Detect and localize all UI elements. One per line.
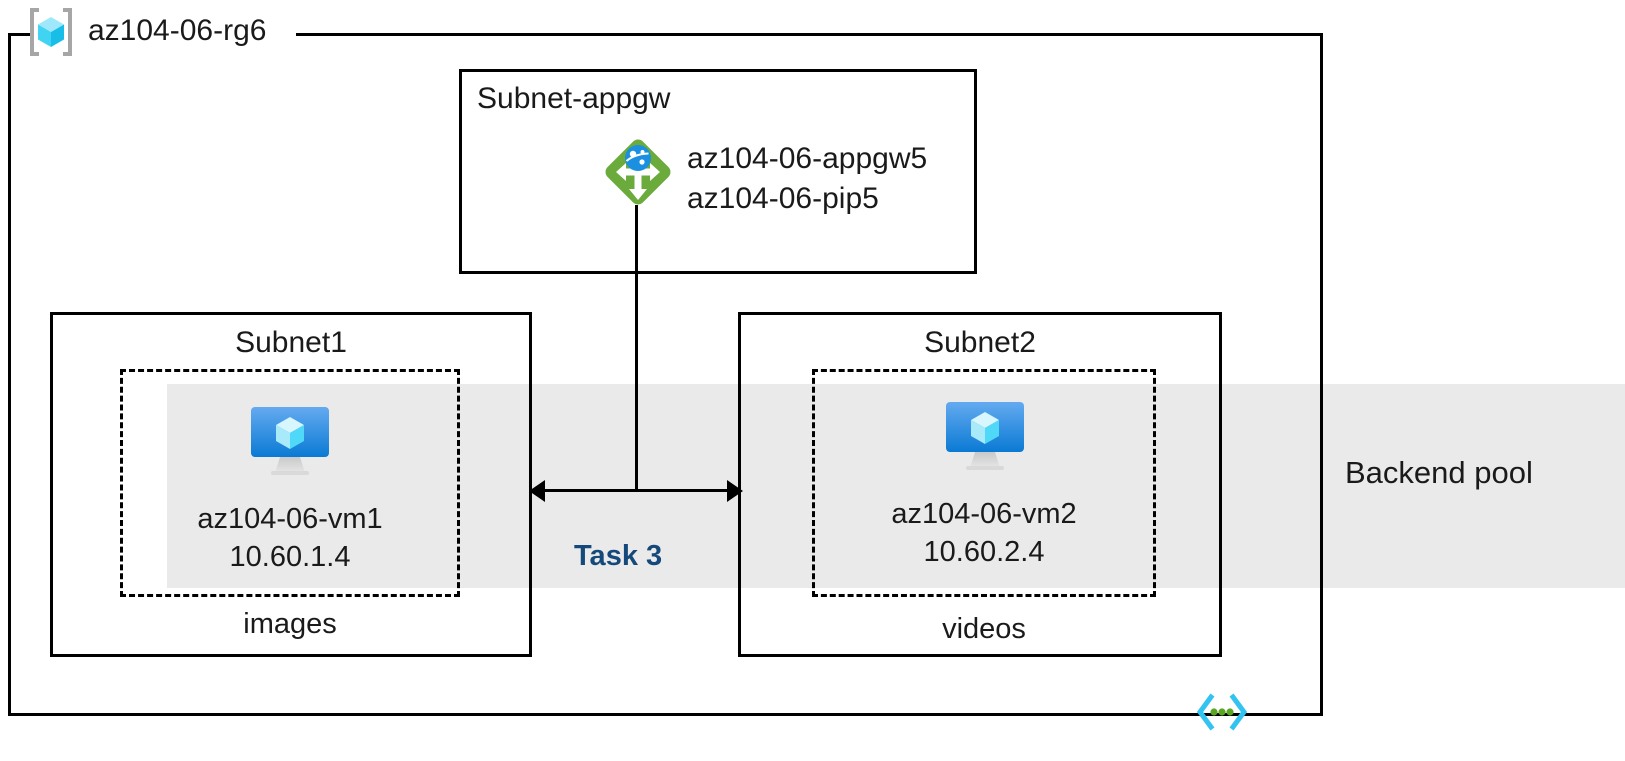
subnet2-title: Subnet2 [924,326,1036,359]
task-label: Task 3 [574,540,663,572]
resource-group-name: az104-06-rg6 [88,14,267,47]
resource-group-border-top-stub [8,33,30,36]
subnet2-footer-label: videos [942,613,1026,645]
subnet2-vm-group [812,369,1156,597]
subnet-connector-line [540,489,732,492]
resource-group-border-bottom [8,713,1323,716]
resource-group-border-right [1320,33,1323,716]
virtual-machine-icon [942,400,1028,472]
subnet-appgw-box [459,69,977,274]
arrow-right-head-icon [727,480,743,502]
backend-pool-label: Backend pool [1345,455,1533,490]
appgw-connector-stem [635,205,638,492]
subnet1-footer-label: images [243,608,337,640]
vm2-ip: 10.60.2.4 [923,536,1045,568]
backend-pool-band [167,384,1625,588]
subnet1-title: Subnet1 [235,326,347,359]
resource-group-border-top-main [296,33,1323,36]
virtual-network-icon [1196,692,1248,732]
application-gateway-icon [600,134,676,210]
arrow-left-head-icon [529,480,545,502]
subnet1-vm-group [120,369,460,597]
subnet-appgw-title: Subnet-appgw [477,82,671,115]
appgw-name: az104-06-appgw5 [687,142,928,175]
vm1-ip: 10.60.1.4 [229,541,351,573]
vm2-name: az104-06-vm2 [891,498,1077,530]
subnet2-vm-text: az104-06-vm2 10.60.2.4 [812,495,1156,571]
resource-group-border-left [8,33,11,716]
subnet1-vm-text: az104-06-vm1 10.60.1.4 [120,500,460,576]
resource-group-cube-icon [25,6,77,58]
virtual-machine-icon [247,405,333,477]
vm1-name: az104-06-vm1 [197,503,383,535]
public-ip-name: az104-06-pip5 [687,182,879,215]
application-gateway-names: az104-06-appgw5 az104-06-pip5 [687,139,927,219]
